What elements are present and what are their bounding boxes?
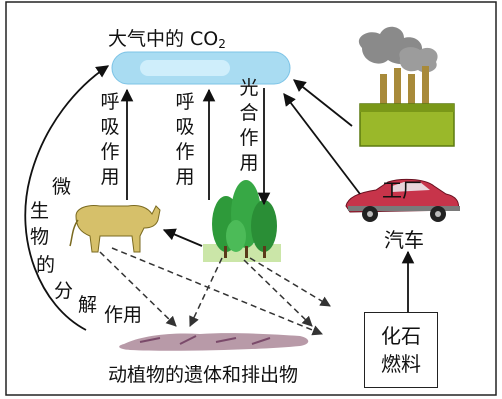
- diagram-frame: [5, 1, 497, 396]
- respiration-char: 用: [175, 166, 195, 188]
- decomposition-char: 分: [54, 280, 74, 302]
- car-label: 汽车: [384, 228, 424, 252]
- cloud-icon: [111, 51, 291, 85]
- photosynthesis-char: 用: [239, 152, 259, 174]
- decomposition-tail-label: 作用: [104, 304, 143, 326]
- decomposition-char: 的: [36, 254, 56, 276]
- decomposition-char: 生: [30, 200, 50, 222]
- remains-arrow-3: [189, 257, 223, 327]
- photosynthesis-char: 光: [239, 77, 259, 99]
- remains-arrow-5: [249, 257, 331, 307]
- decomposition-char: 物: [30, 226, 50, 248]
- decomposition-char: 解: [78, 294, 98, 316]
- remains-label: 动植物的遗体和排出物: [108, 364, 299, 386]
- food-arrow: [162, 228, 203, 247]
- respiration-label-plant: 呼 吸 作 用: [174, 90, 196, 190]
- respiration-char: 呼: [100, 91, 120, 113]
- remains-arrow-1: [99, 251, 177, 327]
- factory-emission-arrow: [293, 79, 353, 127]
- car-emission-arrow: [283, 92, 361, 195]
- factory-icon: [358, 26, 455, 147]
- respiration-char: 作: [100, 141, 120, 163]
- respiration-label-animal: 呼 吸 作 用: [99, 90, 121, 190]
- respiration-char: 吸: [175, 116, 195, 138]
- factory-label: 工厂: [382, 178, 422, 202]
- fossil-fuel-line-1: 化石: [381, 324, 421, 348]
- photosynthesis-char: 作: [239, 127, 259, 149]
- decomposition-char: 微: [52, 176, 72, 198]
- photosynthesis-char: 合: [239, 102, 259, 124]
- co2-label-text: 大气中的 CO: [108, 28, 219, 50]
- respiration-char: 呼: [175, 91, 195, 113]
- photosynthesis-label: 光 合 作 用: [238, 76, 260, 176]
- decomposition-arrow: [24, 65, 110, 331]
- trees-icon: [203, 180, 281, 262]
- respiration-char: 吸: [100, 116, 120, 138]
- cow-icon: [69, 205, 161, 253]
- remains-arrow-4: [243, 259, 313, 327]
- respiration-char: 作: [175, 141, 195, 163]
- fossil-fuel-box: 化石 燃料: [364, 312, 438, 388]
- co2-subscript: 2: [218, 37, 226, 51]
- respiration-char: 用: [100, 166, 120, 188]
- co2-label: 大气中的 CO2: [108, 28, 226, 51]
- remains-arrow-2: [111, 247, 323, 336]
- fossil-fuel-line-2: 燃料: [381, 352, 421, 376]
- remains-icon: [119, 333, 309, 351]
